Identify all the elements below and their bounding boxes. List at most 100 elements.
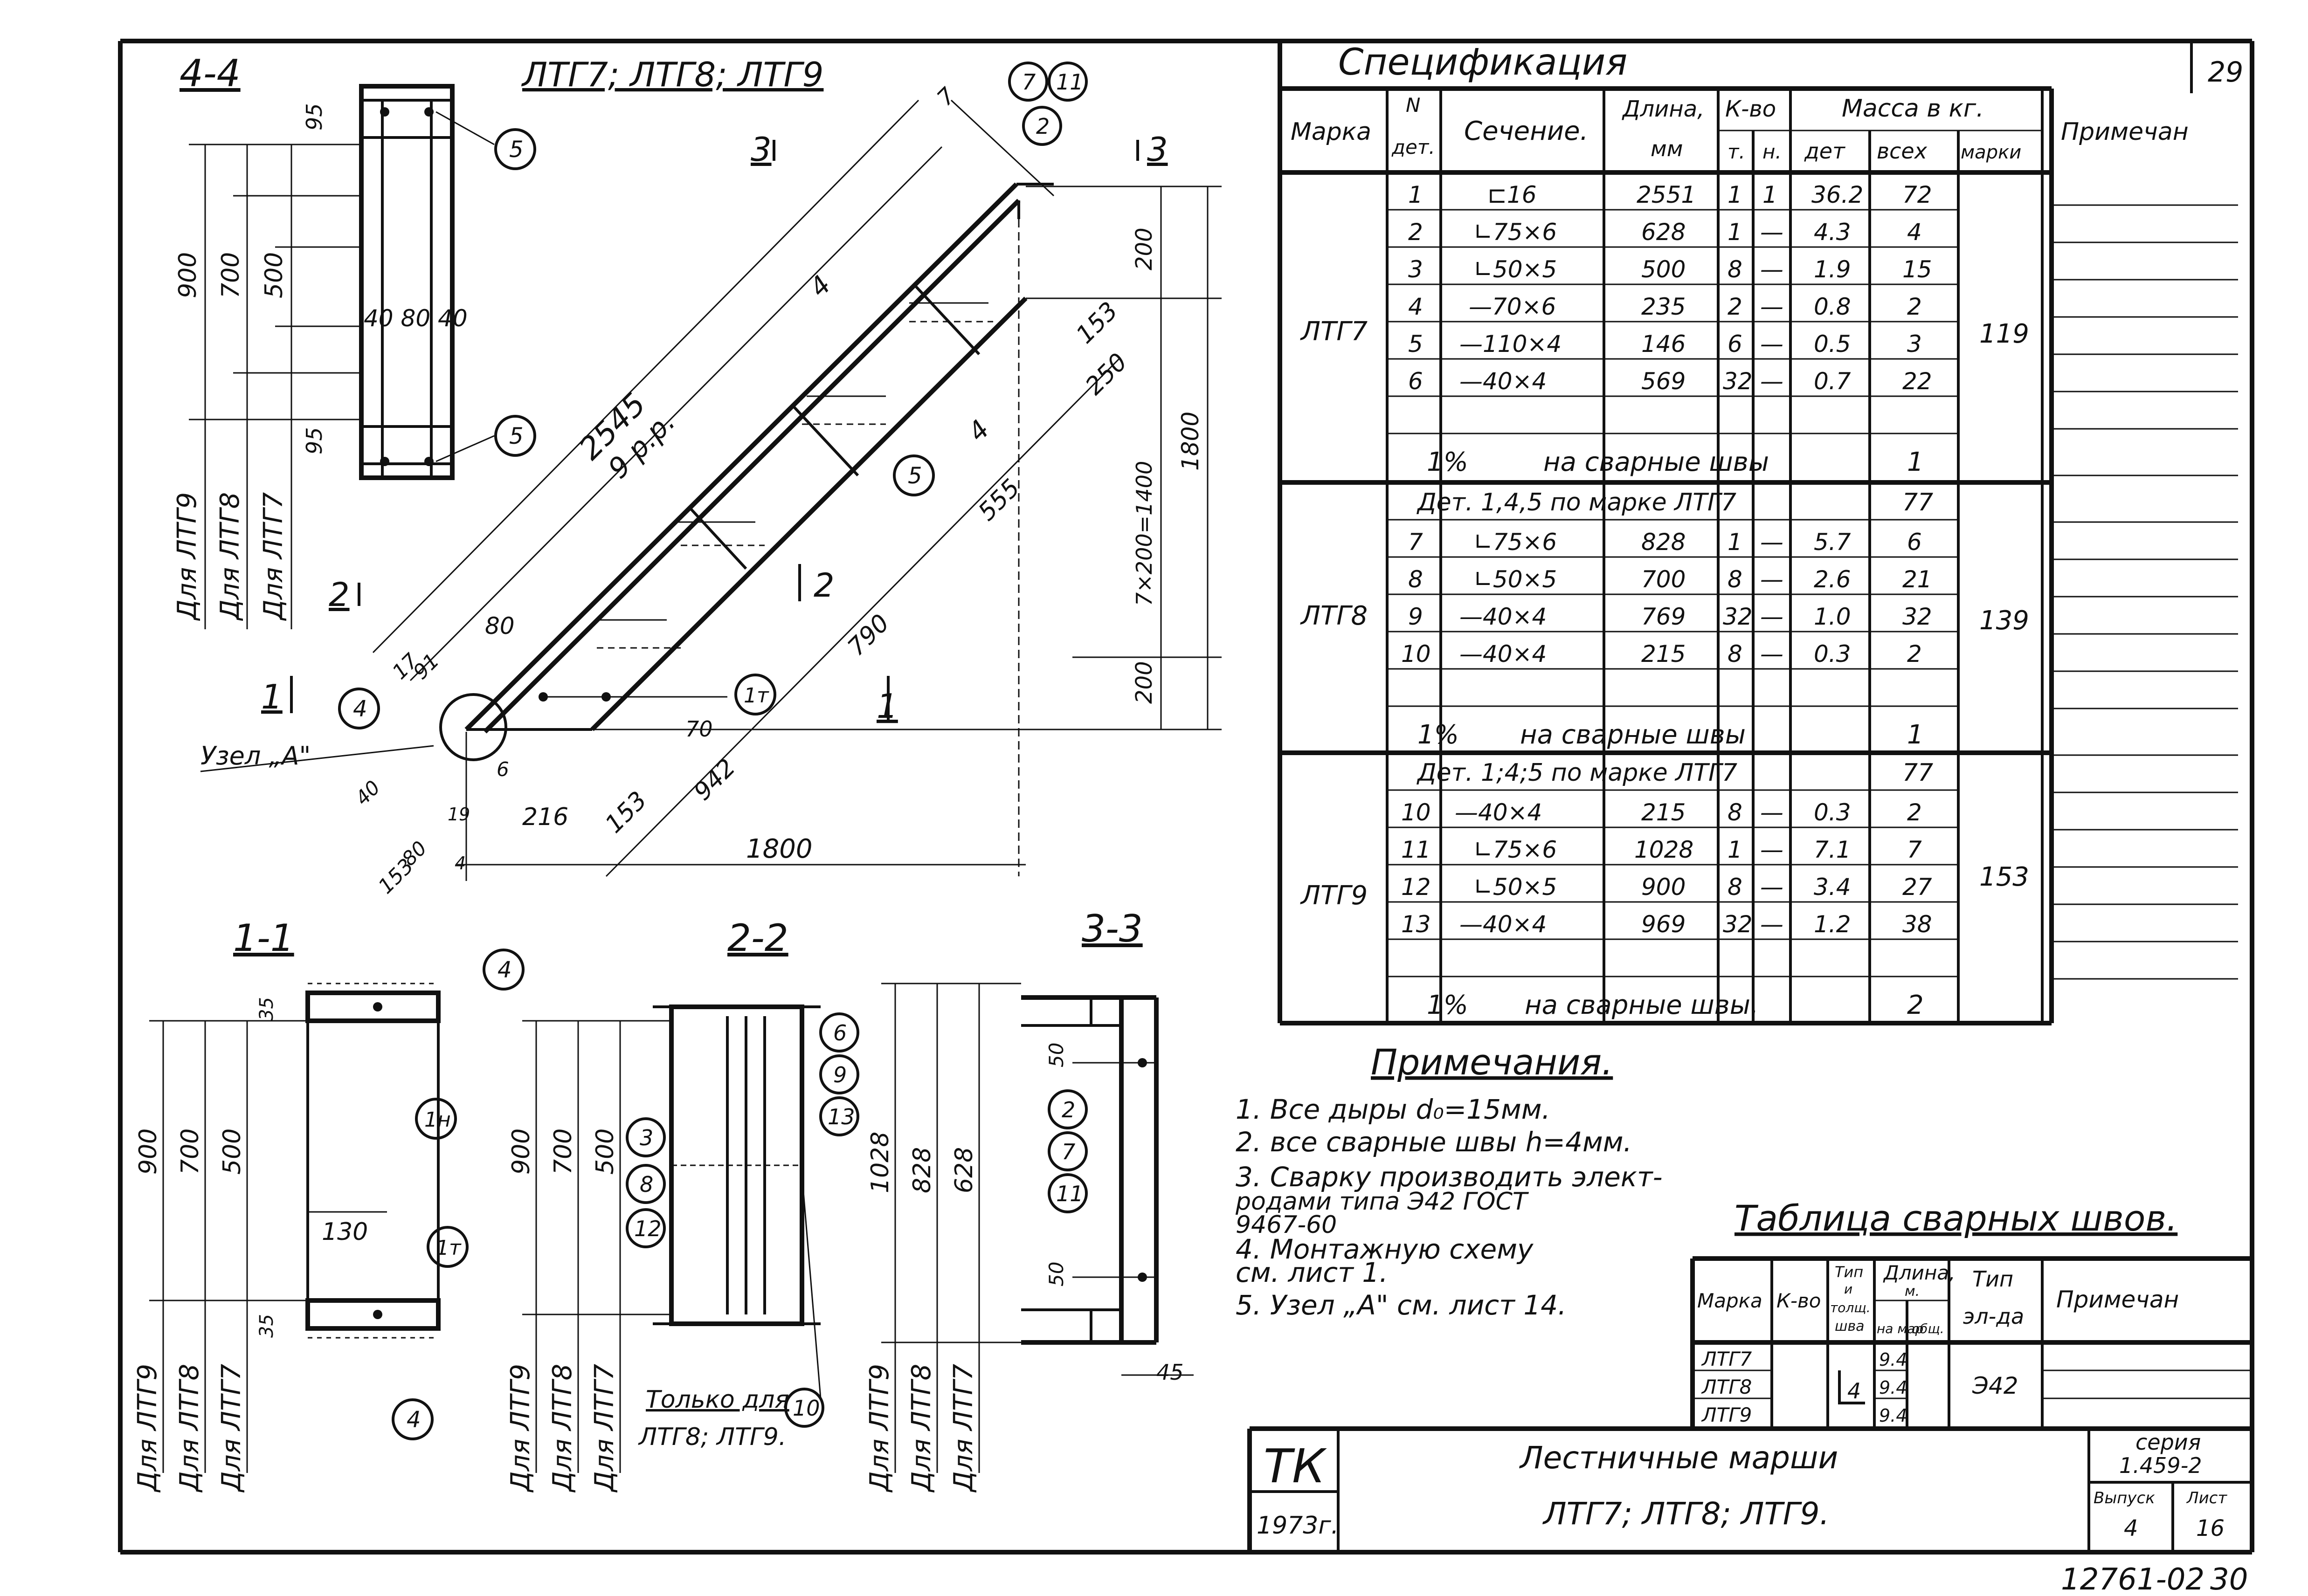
svg-text:∟75×6: ∟75×6: [1473, 836, 1557, 863]
svg-text:5: 5: [509, 137, 524, 163]
spec-row: 2 ∟75×6 628 1 — 4.3 4: [1408, 219, 1922, 246]
spec-row: 6 —40×4 569 32 — 0.7 22: [1408, 368, 1932, 395]
svg-text:4: 4: [1847, 1378, 1861, 1403]
svg-text:—: —: [1760, 603, 1783, 630]
svg-text:2: 2: [1907, 293, 1922, 320]
spec-title: Спецификация: [1338, 41, 1627, 83]
dim-250: 250: [1080, 348, 1133, 401]
weld-pct-ltg7: 1%: [1427, 447, 1468, 477]
dim-200a: 200: [1131, 227, 1157, 270]
svg-text:ЛТГ7: ЛТГ7: [1701, 1348, 1752, 1370]
spec-table: Спецификация Марка N дет. Сечение. Длина…: [1278, 41, 2238, 1025]
svg-text:2551: 2551: [1637, 181, 1696, 208]
svg-text:ЛТГ9: ЛТГ9: [1701, 1403, 1752, 1426]
s22-dim-900: 900: [507, 1128, 535, 1175]
spec-row: 10 —40×4 215 8 — 0.3 2: [1401, 640, 1922, 667]
weld-h-len: Длина,: [1883, 1261, 1956, 1284]
svg-text:235: 235: [1641, 293, 1686, 320]
svg-text:1: 1: [1728, 219, 1742, 246]
svg-text:969: 969: [1641, 911, 1686, 938]
section-mark-2b: 2: [814, 566, 835, 605]
svg-text:4: 4: [498, 957, 512, 983]
callout-4-s11a: 4: [483, 949, 525, 991]
svg-text:—: —: [1760, 219, 1783, 246]
svg-text:27: 27: [1902, 874, 1932, 901]
s11-dim-130: 130: [322, 1218, 368, 1246]
dim-80: 80: [485, 612, 515, 640]
weld-h-len-m: м.: [1905, 1283, 1920, 1300]
spec-row: 12 ∟50×5 900 8 — 3.4 27: [1401, 874, 1932, 901]
svg-text:—70×6: —70×6: [1469, 293, 1556, 320]
callout-4-s11b: 4: [392, 1398, 434, 1440]
weld-h-note: Примечан: [2056, 1286, 2179, 1313]
spec-row: 8 ∟50×5 700 8 — 2.6 21: [1408, 566, 1932, 593]
spec-h-mm: мм: [1651, 136, 1683, 161]
svg-text:828: 828: [1641, 529, 1686, 556]
svg-text:13: 13: [828, 1104, 855, 1129]
svg-text:2: 2: [1728, 293, 1742, 320]
svg-text:2: 2: [1036, 114, 1050, 139]
svg-text:769: 769: [1641, 603, 1686, 630]
weld-h-total: общ.: [1912, 1321, 1944, 1336]
callout-2-main: 2: [1022, 106, 1062, 146]
notes-block: Примечания. 1. Все дыры d₀=15мм. 2. все …: [1235, 1041, 1663, 1321]
section-1-1-title: 1-1: [233, 916, 294, 960]
svg-text:∟75×6: ∟75×6: [1473, 219, 1557, 246]
callout-4-main: 4: [338, 688, 380, 729]
svg-text:—: —: [1760, 529, 1783, 556]
weld-h-on-mark: на мар: [1877, 1321, 1923, 1336]
svg-text:13: 13: [1401, 911, 1431, 938]
svg-text:8: 8: [1728, 799, 1742, 826]
svg-text:8: 8: [1408, 566, 1423, 593]
svg-text:8: 8: [1728, 874, 1742, 901]
weld-val-ltg8: 1: [1907, 720, 1924, 750]
stamp-year: 1973г.: [1257, 1512, 1339, 1540]
spec-h-section: Сечение.: [1464, 116, 1588, 146]
svg-text:∟50×5: ∟50×5: [1473, 566, 1557, 593]
callout-5-main: 5: [893, 454, 935, 496]
weld-row: ЛТГ7 9.4: [1701, 1348, 1907, 1370]
section-mark-3a: 3: [751, 131, 772, 169]
dim-790: 790: [843, 609, 895, 662]
dim-153a: 153: [1071, 297, 1124, 350]
spec-group-ltg9: ЛТГ9 153 Дет. 1;4;5 по марке ЛТГ7 77 10 …: [1300, 759, 2029, 1020]
only-note-line1: Только для: [646, 1386, 789, 1414]
section-1-1: 1-1 35 35 900 700 500 130 Для ЛТГ9 Для Л…: [132, 916, 441, 1493]
svg-text:569: 569: [1641, 368, 1686, 395]
svg-text:4: 4: [1408, 293, 1423, 320]
dim-153b: 153: [600, 786, 653, 839]
spec-h-note: Примечан: [2061, 118, 2189, 146]
spec-row: 5 —110×4 146 6 — 0.5 3: [1408, 330, 1922, 358]
svg-text:21: 21: [1902, 566, 1932, 593]
svg-text:3: 3: [1907, 330, 1922, 358]
spec-total-ltg8: 139: [1979, 605, 2029, 636]
s11-dim-700: 700: [176, 1128, 204, 1175]
svg-text:5.7: 5.7: [1814, 529, 1851, 556]
svg-text:9.4: 9.4: [1879, 1405, 1907, 1426]
spec-row: 7 ∟75×6 828 1 — 5.7 6: [1408, 529, 1922, 556]
spec-row: 4 —70×6 235 2 — 0.8 2: [1408, 293, 1922, 320]
dim-7x200: 7×200=1400: [1132, 461, 1157, 606]
svg-text:—: —: [1760, 640, 1783, 667]
dim-1800-horizontal: 1800: [746, 834, 813, 864]
svg-text:3.4: 3.4: [1814, 874, 1851, 901]
note-line: 2. все сварные швы h=4мм.: [1236, 1126, 1632, 1158]
svg-text:32: 32: [1902, 603, 1932, 630]
weld-pct-ltg8: 1%: [1417, 720, 1459, 750]
svg-text:0.5: 0.5: [1814, 330, 1851, 358]
spec-mark-ltg7: ЛТГ7: [1300, 316, 1368, 347]
svg-text:11: 11: [1056, 1181, 1084, 1206]
svg-text:—: —: [1760, 566, 1783, 593]
series-label: серия: [2135, 1430, 2201, 1455]
s33-dim-1028: 1028: [866, 1132, 894, 1193]
callout-13-s22: 13: [819, 1096, 859, 1136]
svg-text:22: 22: [1902, 368, 1932, 395]
svg-text:2: 2: [1062, 1097, 1075, 1122]
issue-number: 4: [2124, 1515, 2138, 1541]
s22-dim-700: 700: [549, 1128, 577, 1175]
svg-text:9.4: 9.4: [1879, 1349, 1907, 1370]
svg-text:ЛТГ8: ЛТГ8: [1701, 1376, 1752, 1398]
svg-text:—110×4: —110×4: [1459, 330, 1562, 358]
section-4-4-title: 4-4: [180, 52, 241, 95]
